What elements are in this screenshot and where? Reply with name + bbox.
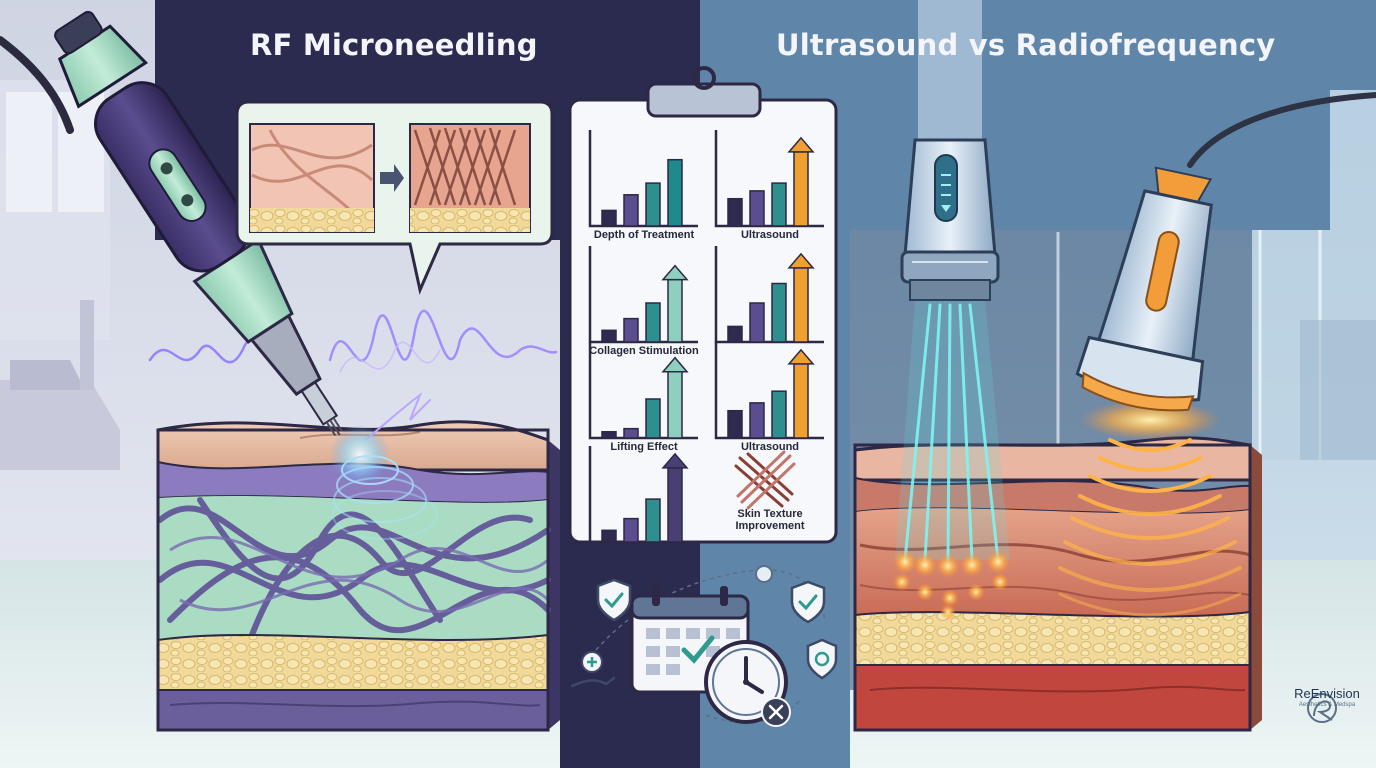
ultrasound-beams (893, 300, 1010, 620)
chart-label: Collagen Stimulation (589, 345, 699, 357)
up-arrow-icon (661, 452, 689, 469)
mini-chart-6 (588, 446, 698, 544)
comparison-clipboard (568, 66, 838, 544)
sun-icon (755, 565, 773, 583)
shield-check-icon (790, 580, 826, 624)
brand-tagline: Aesthetics & Medspa (1298, 702, 1356, 708)
chart-bar (601, 329, 617, 343)
chart-bar (623, 517, 639, 543)
shield-check-icon (596, 578, 632, 622)
chart-bar (623, 427, 639, 439)
chart-bar (645, 398, 661, 439)
up-arrow-icon (787, 252, 815, 269)
chart-bar (623, 317, 639, 343)
mini-chart-4 (588, 342, 698, 440)
chart-bar (727, 325, 743, 343)
chart-bar (667, 278, 683, 343)
chart-bar (667, 158, 683, 227)
chart-bar (771, 182, 787, 227)
chart-bar (623, 194, 639, 227)
chart-bar (727, 409, 743, 439)
ultrasound-probe-icon (900, 0, 1000, 301)
chart-bar (667, 467, 683, 543)
right-title: Ultrasound vs Radiofrequency (776, 28, 1276, 62)
chart-bar (749, 190, 765, 227)
chart-bar (645, 498, 661, 543)
chart-bar (645, 182, 661, 227)
chart-bar (749, 302, 765, 343)
rf-energy-spiral (330, 425, 438, 540)
rf-probe-icon (1075, 92, 1376, 412)
mini-chart-2 (588, 246, 698, 344)
chart-label: Lifting Effect (610, 441, 678, 453)
chart-bar (727, 197, 743, 227)
up-arrow-icon (787, 136, 815, 153)
mini-chart-0 (588, 130, 698, 228)
texture-label: Skin Texture Improvement (735, 508, 805, 532)
chart-label: Ultrasound (740, 441, 800, 453)
left-title: RF Microneedling (250, 28, 538, 62)
hand-care-icon (570, 651, 616, 688)
mini-chart-3 (714, 246, 824, 344)
collagen-before-after-callout (235, 100, 554, 295)
brand-block: ReEnvision Aesthetics & Medspa (1282, 686, 1372, 708)
up-arrow-icon (787, 348, 815, 365)
chart-bar (771, 390, 787, 439)
collagen-fibers-icon (734, 450, 796, 510)
chart-bar (667, 370, 683, 439)
up-arrow-icon (661, 356, 689, 373)
rf-handpiece-icon (0, 10, 343, 437)
chart-bar (793, 151, 809, 227)
chart-bar (645, 302, 661, 343)
mini-chart-1 (714, 130, 824, 228)
mini-chart-5 (714, 342, 824, 440)
brand-name: ReEnvision (1294, 686, 1360, 701)
chart-bar (771, 282, 787, 343)
chart-label: Depth of Treatment (593, 229, 695, 241)
brand-logo-icon (1307, 693, 1337, 723)
chart-bar (793, 267, 809, 343)
bottom-icons (570, 565, 838, 727)
shield-gear-icon (806, 638, 838, 680)
chart-bar (793, 363, 809, 439)
right-blue-panel (700, 0, 1376, 768)
clock-icon (704, 640, 791, 727)
chart-bar (601, 529, 617, 543)
up-arrow-icon (661, 264, 689, 281)
chart-bar (601, 209, 617, 227)
chart-label: Ultrasound (740, 229, 800, 241)
chart-bar (749, 402, 765, 439)
chart-bar (601, 431, 617, 439)
